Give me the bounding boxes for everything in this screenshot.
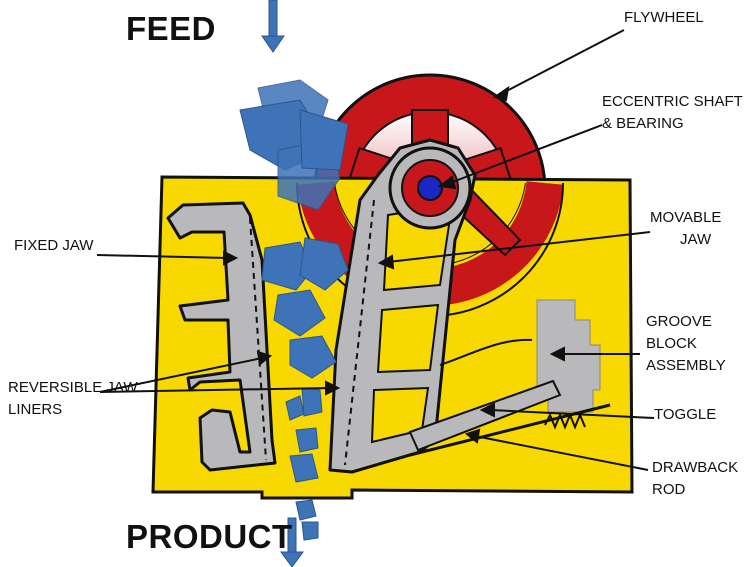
label-groove-block-1: GROOVE	[646, 313, 712, 330]
eccentric-shaft	[388, 146, 472, 230]
rocks	[239, 79, 349, 541]
label-reversible-liners-2: LINERS	[8, 401, 63, 418]
toggle	[408, 379, 562, 452]
label-fixed-jaw: FIXED JAW	[14, 237, 94, 254]
label-toggle: TOGGLE	[654, 406, 717, 423]
label-reversible-liners-1: REVERSIBLE JAW	[8, 379, 138, 396]
label-drawback-rod-2: ROD	[652, 481, 686, 498]
label-groove-block-3: ASSEMBLY	[646, 357, 726, 374]
feed-label: FEED	[126, 10, 217, 47]
leader-lines	[96, 29, 655, 471]
fixed-jaw	[166, 201, 277, 472]
label-movable-jaw-2: JAW	[680, 231, 712, 248]
product-arrow	[280, 517, 304, 567]
label-drawback-rod-1: DRAWBACK	[652, 459, 739, 476]
product-label: PRODUCT	[126, 518, 293, 555]
label-eccentric-shaft-1: ECCENTRIC SHAFT	[602, 93, 743, 110]
label-eccentric-shaft-2: & BEARING	[602, 115, 684, 132]
label-flywheel: FLYWHEEL	[624, 9, 704, 26]
label-movable-jaw-1: MOVABLE	[650, 209, 722, 226]
feed-arrow	[261, 0, 285, 53]
label-groove-block-2: BLOCK	[646, 335, 697, 352]
